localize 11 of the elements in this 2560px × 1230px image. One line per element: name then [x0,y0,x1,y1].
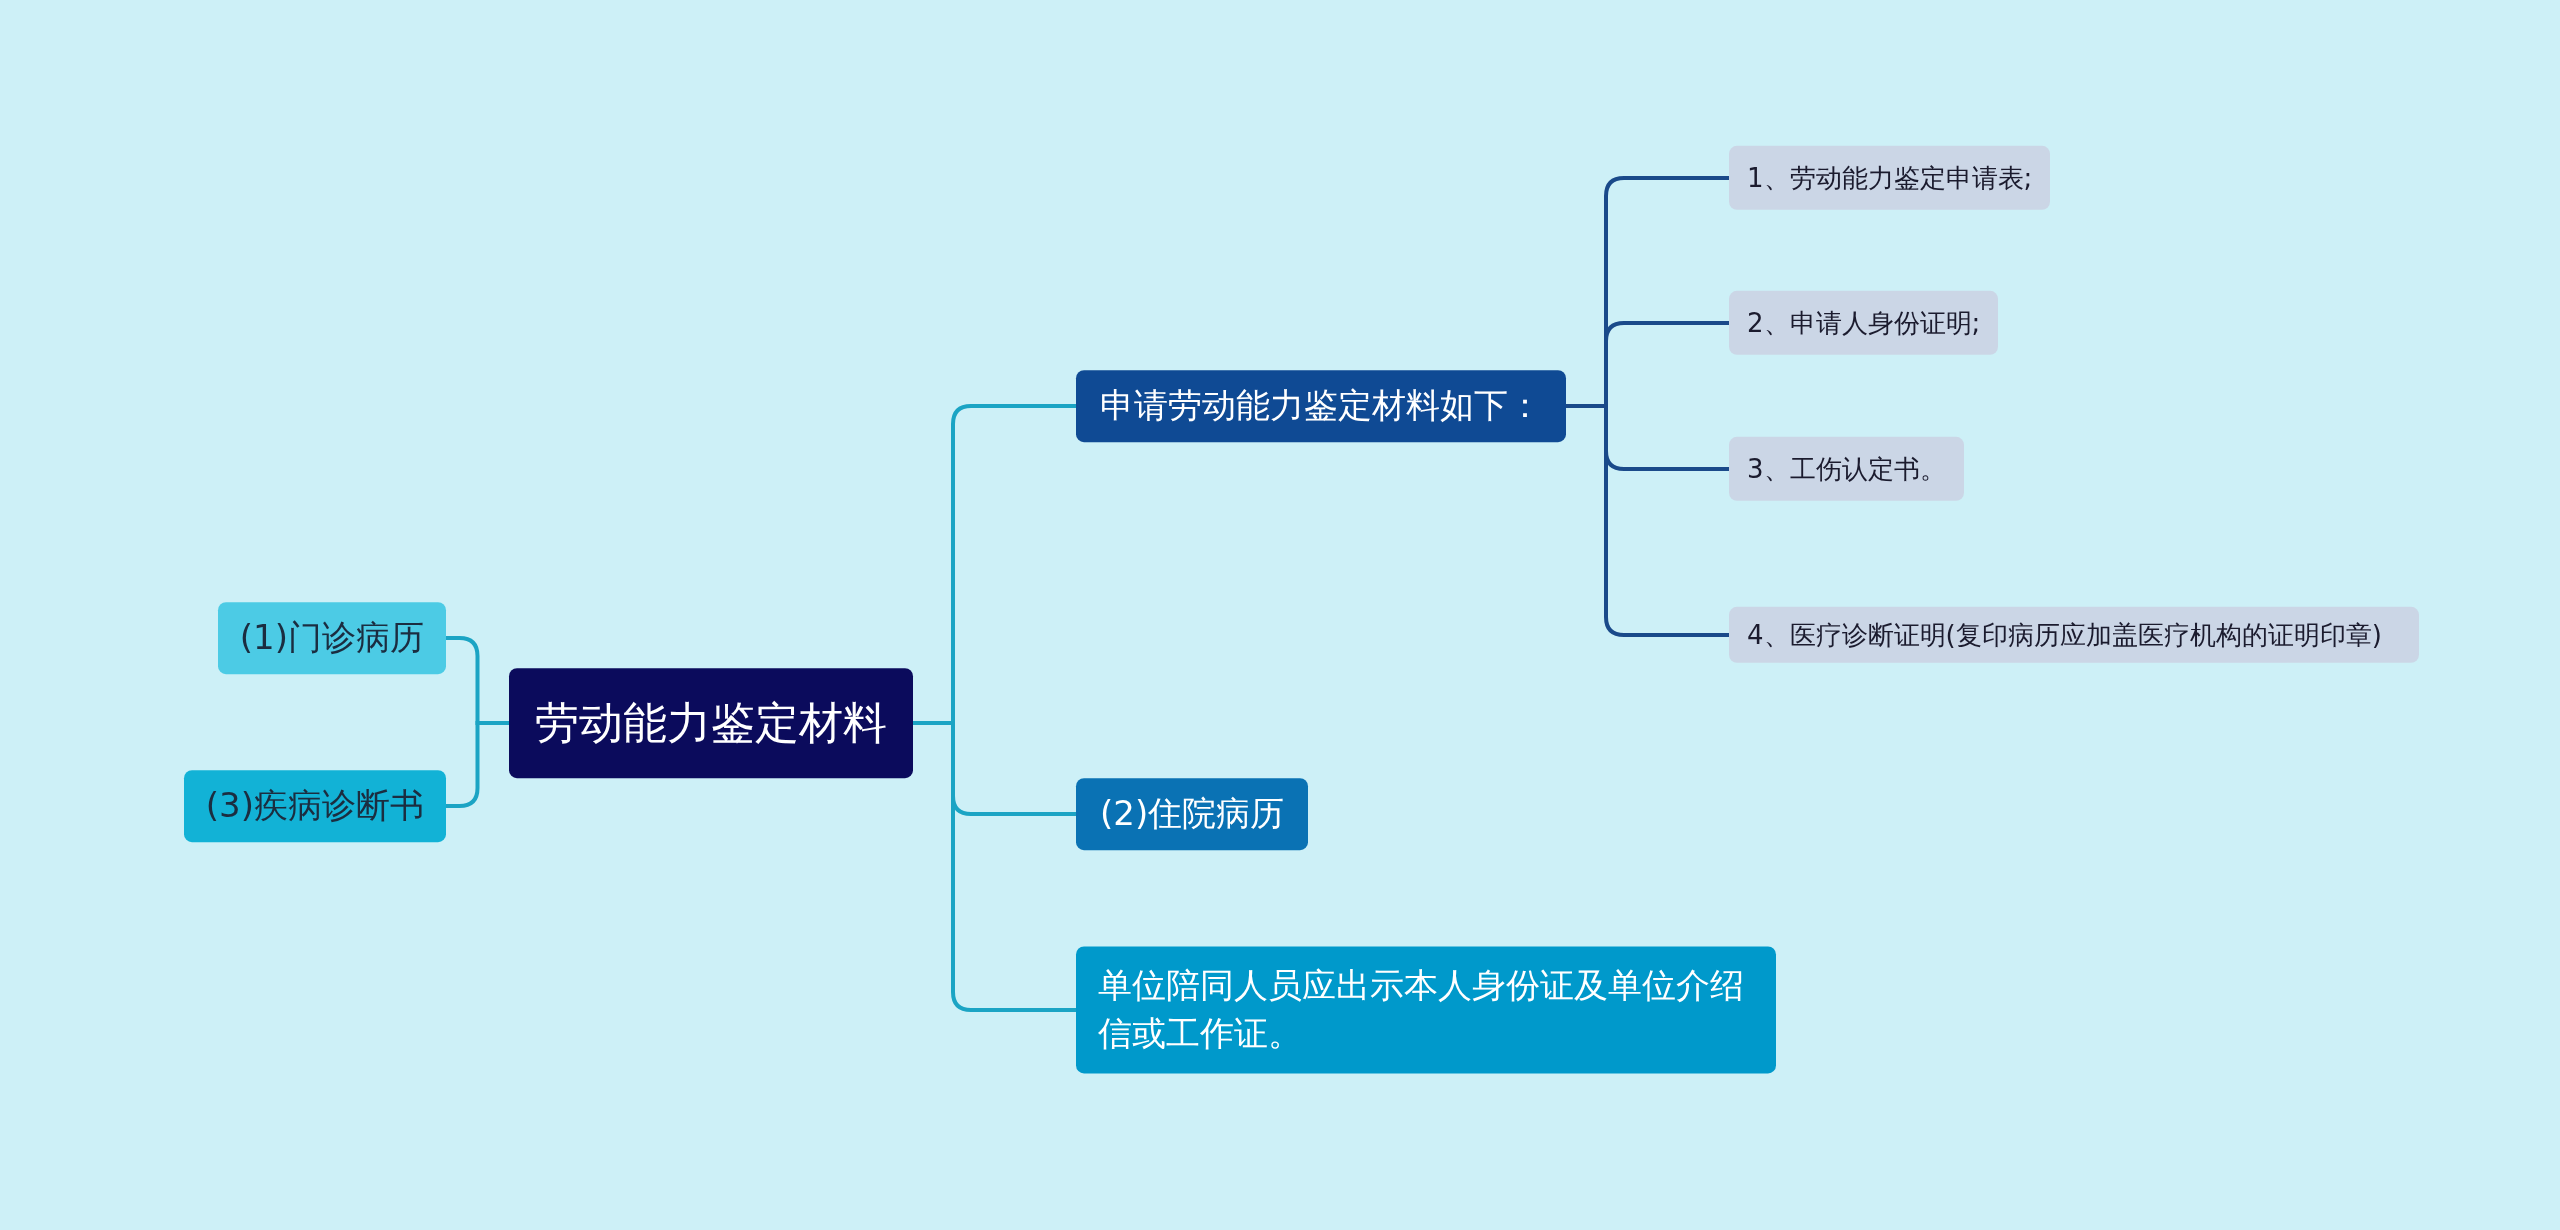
branch-topic: 单位陪同人员应出示本人身份证及单位介绍信或工作证。 [1076,946,1776,1074]
leaf-topic: 1、劳动能力鉴定申请表; [1729,145,2051,211]
connector-line [1566,404,1729,637]
branch-topic: (3)疾病诊断书 [183,770,446,842]
leaf-topic: 4、医疗诊断证明(复印病历应加盖医疗机构的证明印章) [1729,606,2419,664]
branch-topic: (2)住院病历 [1076,778,1309,850]
branch-topic: 申请劳动能力鉴定材料如下： [1076,370,1566,442]
branch-topic: (1)门诊病历 [217,602,446,674]
leaf-topic: 3、工伤认定书。 [1729,436,1964,502]
central-topic: 劳动能力鉴定材料 [509,668,913,778]
leaf-topic: 2、申请人身份证明; [1729,290,1999,356]
